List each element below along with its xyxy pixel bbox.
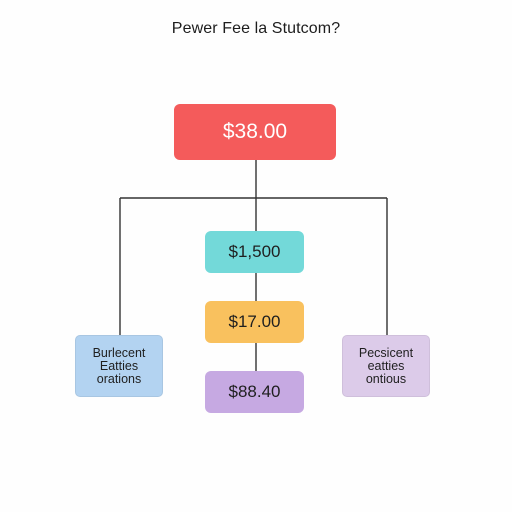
center-node-1[interactable]: $1,500 bbox=[205, 231, 304, 273]
root-node-label: $38.00 bbox=[222, 120, 288, 143]
right-node-line-1: Pecsicent bbox=[358, 345, 414, 360]
center-node-1-label: $1,500 bbox=[228, 242, 281, 261]
center-node-3-label: $88.40 bbox=[228, 382, 281, 401]
left-node-line-1: Burlecent bbox=[92, 345, 146, 360]
diagram-title: Pewer Fee la Stutcom? bbox=[171, 20, 341, 37]
center-node-2[interactable]: $17.00 bbox=[205, 301, 304, 343]
left-node[interactable]: Burlecent Eatties orations bbox=[75, 335, 163, 397]
left-node-line-3: orations bbox=[96, 371, 142, 386]
right-node-line-2: eatties bbox=[367, 358, 405, 373]
root-node[interactable]: $38.00 bbox=[174, 104, 336, 160]
center-node-3[interactable]: $88.40 bbox=[205, 371, 304, 413]
left-node-line-2: Eatties bbox=[99, 358, 139, 373]
right-node-line-3: ontious bbox=[365, 371, 407, 386]
center-node-2-label: $17.00 bbox=[228, 312, 281, 331]
right-node[interactable]: Pecsicent eatties ontious bbox=[342, 335, 430, 397]
